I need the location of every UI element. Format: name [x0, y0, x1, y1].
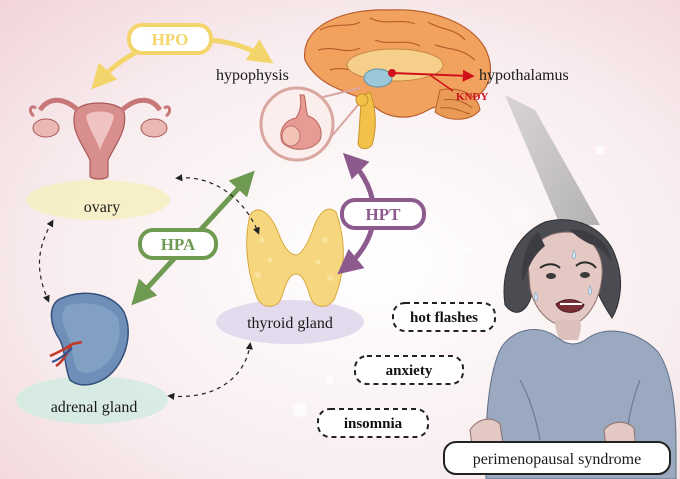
hypothalamus-pointer [388, 69, 475, 92]
pituitary-zoom-inset [259, 86, 361, 162]
symptom-anxiety: anxiety [354, 355, 464, 385]
symptom-text: anxiety [386, 363, 433, 379]
syndrome-label: perimenopausal syndrome [473, 451, 641, 468]
hypothalamus-label: hypothalamus [479, 67, 569, 84]
kndy-label: KNDY [456, 91, 488, 103]
hypophysis-label: hypophysis [216, 67, 289, 84]
ovary-label: ovary [84, 199, 120, 216]
thyroid-group: thyroid gland [216, 208, 364, 344]
symptom-text: insomnia [344, 416, 403, 432]
syndrome-caption: perimenopausal syndrome [443, 441, 671, 475]
dashed-interactions [38, 174, 260, 400]
adrenal-label: adrenal gland [51, 399, 138, 416]
thyroid-label: thyroid gland [247, 315, 333, 332]
hpt-axis: HPT [337, 152, 426, 275]
hpt-label: HPT [366, 205, 402, 224]
adrenal-group: adrenal gland [16, 292, 168, 424]
symptom-insomnia: insomnia [317, 408, 429, 438]
hpo-axis: HPO [91, 23, 274, 90]
bokeh-lights [293, 145, 605, 417]
symptom-hot-flashes: hot flashes [392, 302, 496, 332]
thought-beam [505, 95, 600, 225]
hpa-label: HPA [161, 235, 196, 254]
hpo-label: HPO [152, 30, 189, 49]
symptom-text: hot flashes [410, 310, 478, 326]
uterus-illustration [28, 97, 172, 180]
